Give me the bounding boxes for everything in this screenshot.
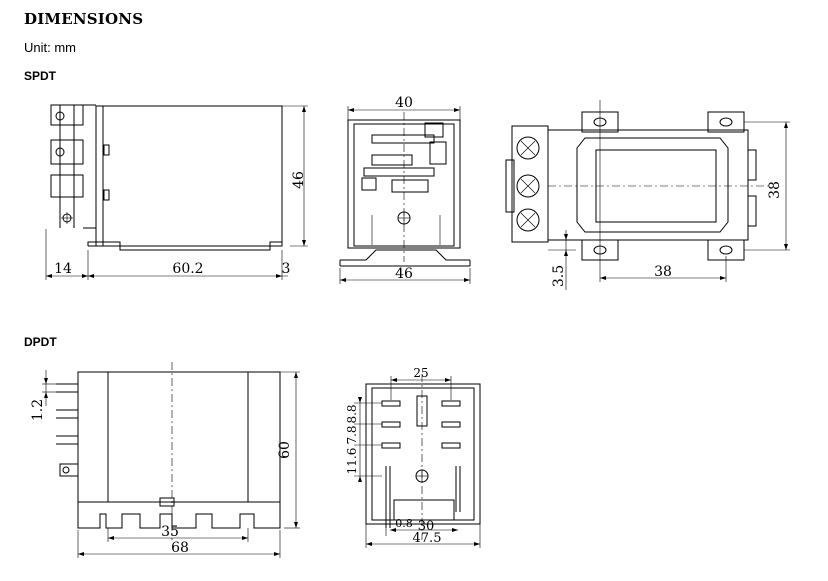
spdt-side-dim-14: 14 [54, 261, 72, 277]
dpdt-side-dim-35: 35 [161, 524, 179, 540]
dpdt-side-dim-12: 1.2 [30, 399, 46, 421]
dpdt-side-dim-68: 68 [171, 540, 189, 556]
dpdt-front-dim-30: 30 [418, 519, 435, 534]
spdt-front-view: 40 46 [339, 95, 471, 284]
unit-label: Unit: mm [24, 40, 76, 55]
dpdt-side-view: 1.2 60 35 68 [30, 362, 300, 558]
spdt-bottom-dim-38-horizontal: 38 [654, 264, 672, 280]
dpdt-front-view: 25 8.8 7.8 11.6 0.8 30 47.5 [345, 366, 481, 548]
spdt-bottom-dim-35: 3.5 [551, 265, 567, 287]
spdt-bottom-dim-38-vertical: 38 [767, 181, 783, 199]
spdt-side-view: 14 60.2 3 46 [45, 104, 308, 280]
dpdt-front-dim-88: 8.8 [345, 404, 359, 423]
spdt-front-dim-40: 40 [395, 95, 413, 111]
dpdt-front-dim-08: 0.8 [395, 517, 413, 530]
spdt-front-dim-46: 46 [395, 266, 413, 282]
spdt-section-label: SPDT [24, 69, 57, 83]
spdt-bottom-view: 38 38 3.5 [505, 100, 790, 290]
page-title: DIMENSIONS [24, 10, 144, 28]
spdt-side-dim-3: 3 [282, 261, 291, 277]
dpdt-front-dim-116: 11.6 [345, 448, 359, 475]
spdt-side-dim-46: 46 [291, 171, 307, 189]
spdt-side-dim-602: 60.2 [172, 261, 203, 277]
dpdt-front-dim-25: 25 [413, 366, 428, 380]
dpdt-front-dim-78: 7.8 [345, 425, 359, 444]
dpdt-section-label: DPDT [24, 335, 57, 349]
dpdt-side-dim-60: 60 [277, 441, 293, 459]
dpdt-front-dim-475: 47.5 [413, 531, 442, 546]
